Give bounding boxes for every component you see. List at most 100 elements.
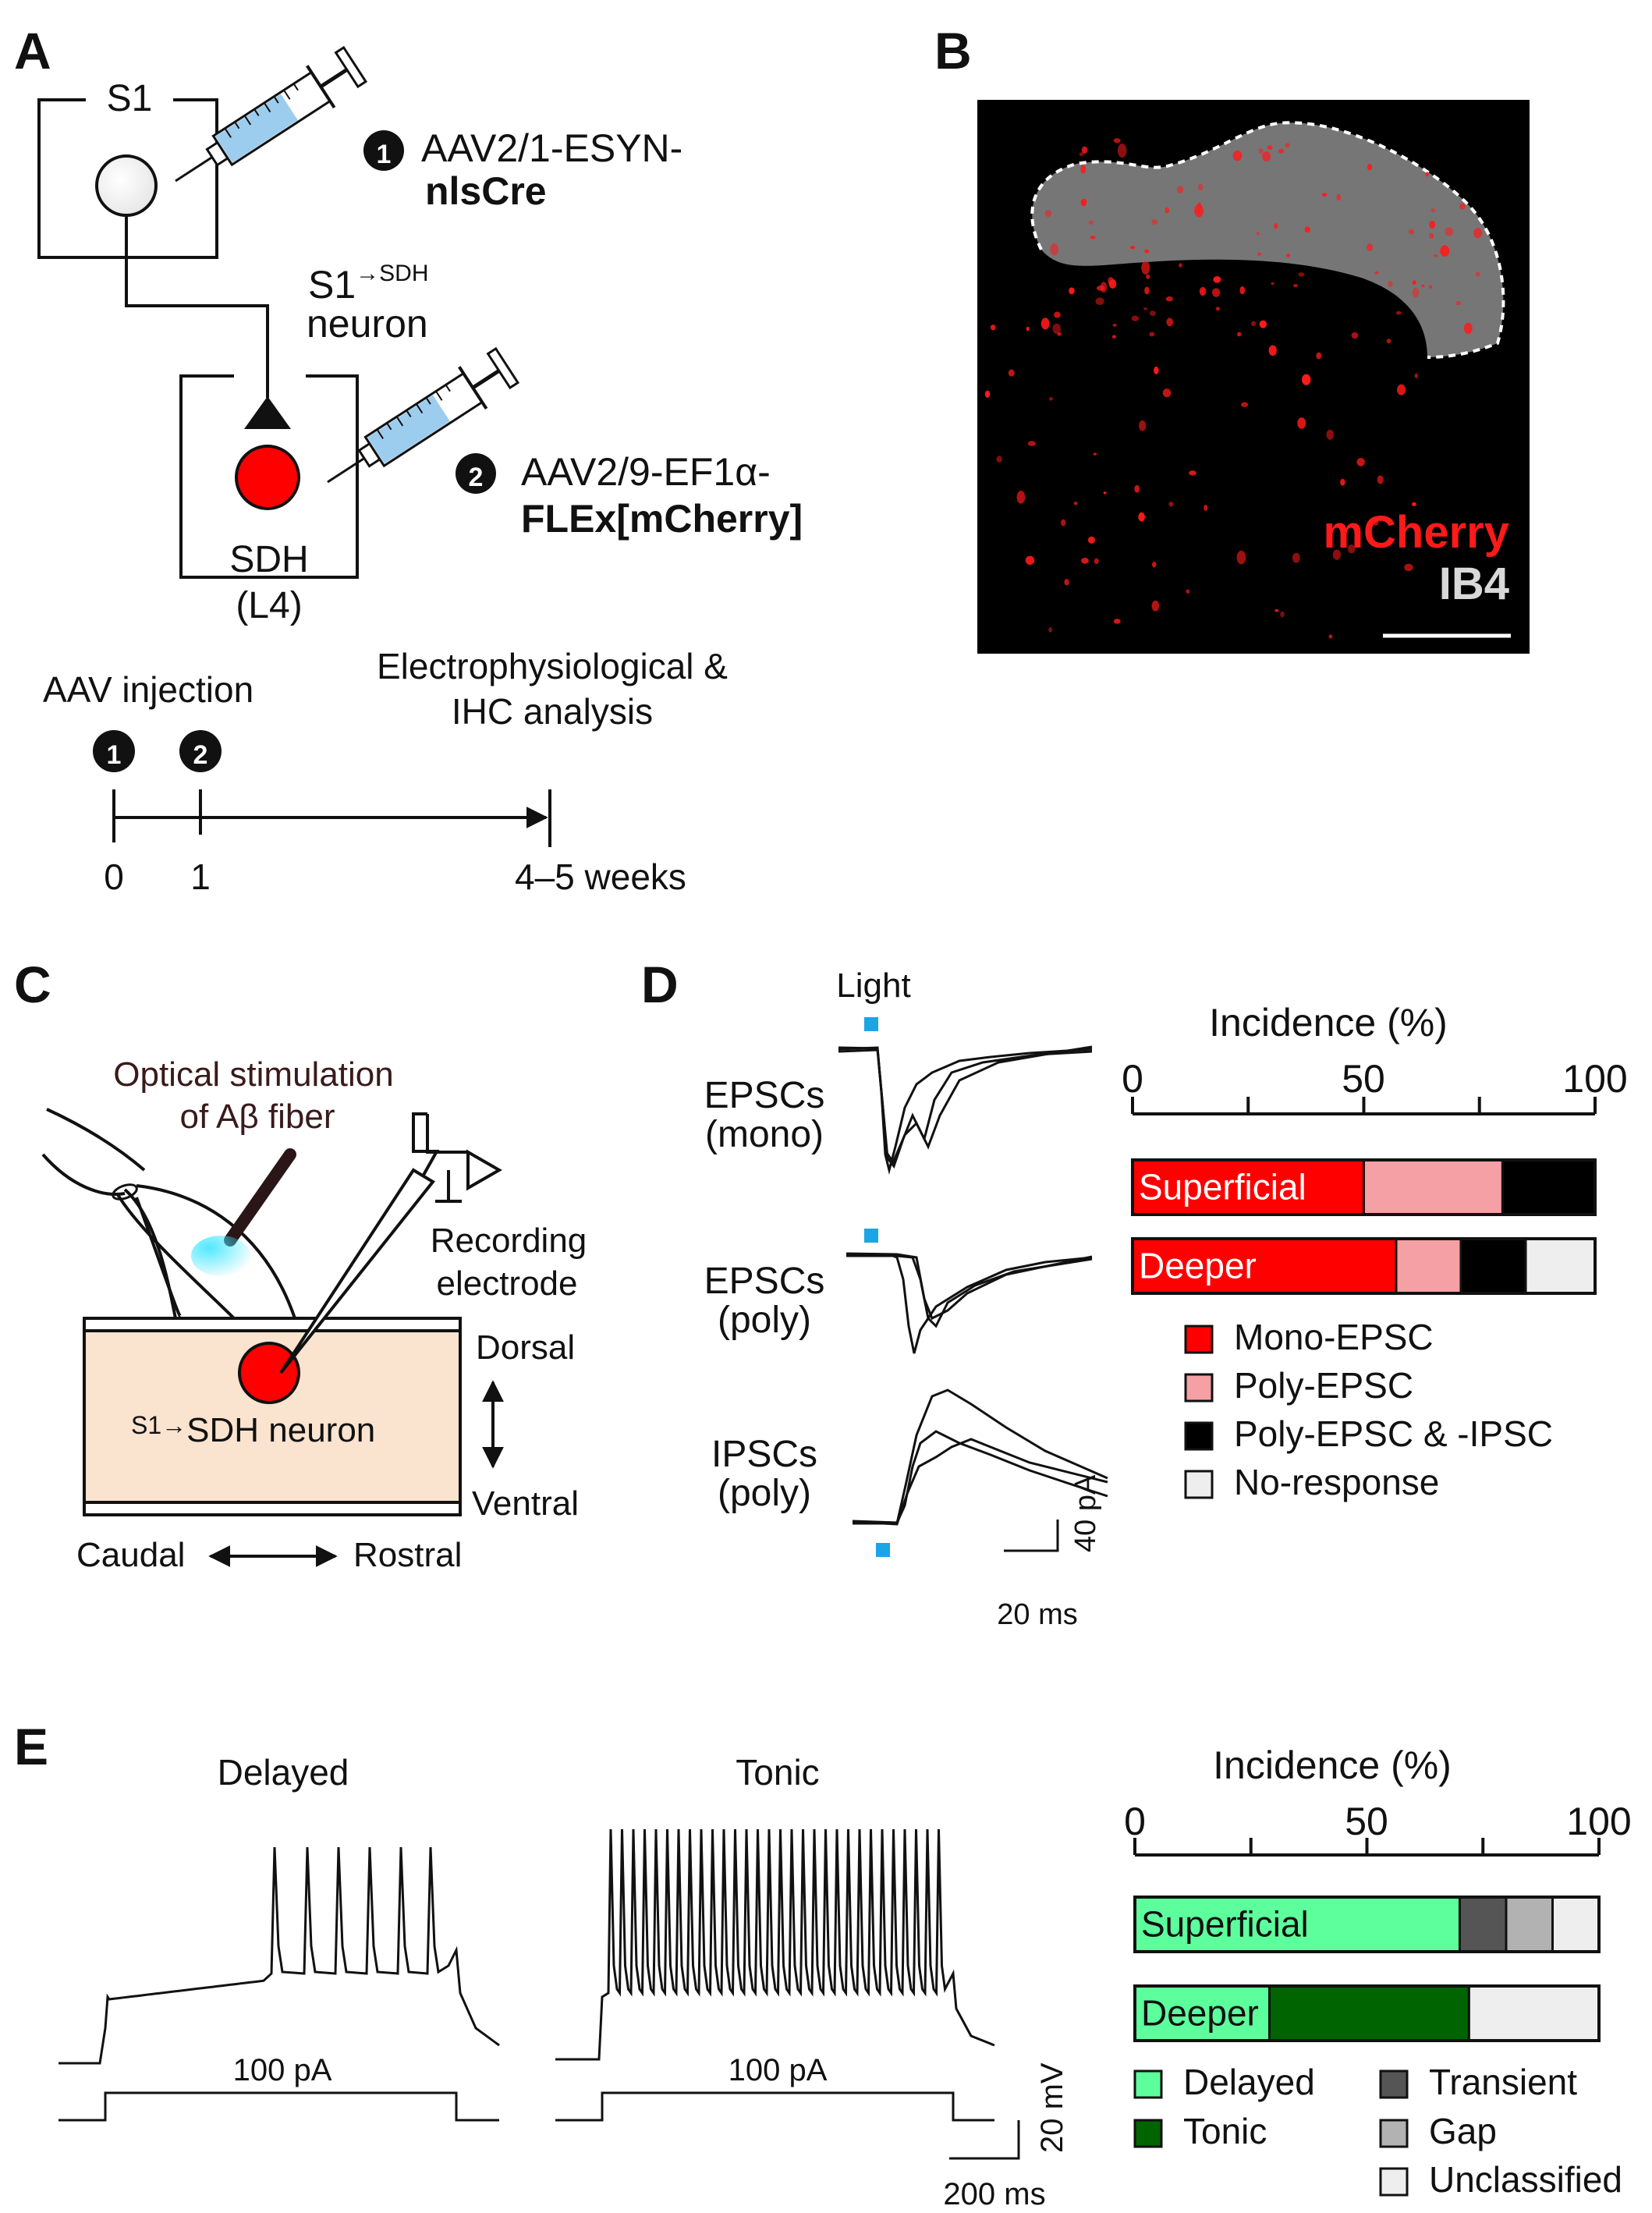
chart-d-tick-0: 0 <box>1122 1057 1143 1101</box>
mcherry-cell <box>1278 148 1285 154</box>
tonic-current-label: 100 pA <box>729 2053 828 2087</box>
chart-d-title: Incidence (%) <box>1209 1001 1448 1044</box>
trace2-line2: (poly) <box>718 1300 811 1341</box>
sdh-box <box>179 374 359 579</box>
mcherry-cell <box>1232 150 1243 161</box>
mcherry-cell <box>1129 246 1136 250</box>
mcherry-cell <box>1166 317 1174 327</box>
mcherry-cell <box>1280 611 1285 618</box>
mcherry-cell <box>1215 307 1221 311</box>
bar-segment-unclassified <box>1551 1896 1601 1953</box>
neuron-c-label: S1→SDH neuron <box>131 1411 375 1449</box>
axon-terminal <box>244 396 291 429</box>
mcherry-cell <box>1154 366 1159 374</box>
neuron-label-s1: S1 <box>308 263 356 307</box>
mcherry-cell <box>1267 145 1273 150</box>
mcherry-cell <box>1302 374 1311 385</box>
timeline-injection-label: AAV injection <box>43 669 253 710</box>
mcherry-cell <box>1377 475 1384 484</box>
mcherry-cell <box>1064 579 1069 586</box>
mcherry-cell <box>990 325 996 331</box>
mcherry-cell <box>1168 502 1174 507</box>
tonic-current-step <box>555 2091 994 2122</box>
ipsc-poly-traces <box>852 1388 1108 1526</box>
chart-e-tick-0: 0 <box>1124 1800 1146 1843</box>
mcherry-cell <box>1412 287 1420 298</box>
mcherry-cell <box>1395 310 1402 315</box>
category-label-superficial: Superficial <box>1141 1903 1309 1944</box>
mcherry-cell <box>984 390 991 398</box>
legend-swatch-tonic <box>1133 2119 1163 2148</box>
recorded-neuron <box>238 1342 300 1404</box>
s1-label: S1 <box>107 78 153 119</box>
panel-a: S1 SDH (L4) 1 AAV2/1-ESYN- nlsCre S1→SDH… <box>37 45 803 897</box>
legend-label-unclassified: Unclassified <box>1429 2159 1622 2200</box>
mcherry-cell <box>1054 311 1061 318</box>
chart-e-axis <box>1133 1838 1601 1857</box>
step-1-line1: AAV2/1-ESYN- <box>421 126 682 170</box>
mcherry-cell <box>1463 322 1473 335</box>
light-label: Light <box>836 966 910 1005</box>
mcherry-cell <box>1111 335 1117 339</box>
mcherry-cell <box>1434 254 1438 257</box>
mcherry-cell <box>1050 243 1059 256</box>
mcherry-cell <box>1292 552 1300 563</box>
step-2-line2: FLEx[mCherry] <box>521 497 803 541</box>
mcherry-cell <box>1412 280 1416 285</box>
bar-segment-delayed <box>1133 1896 1461 1953</box>
panel-e-label: E <box>14 1718 48 1775</box>
neuron-label-sup: →SDH <box>356 261 428 286</box>
tonic-trace <box>555 1828 995 2061</box>
mcherry-cell <box>1429 220 1436 229</box>
mcherry-cell <box>1134 484 1140 493</box>
delayed-current-step <box>58 2091 499 2122</box>
dorsal-label: Dorsal <box>476 1328 575 1367</box>
bar-outline <box>1131 1237 1597 1295</box>
chart-d-tick-100: 100 <box>1562 1057 1627 1101</box>
category-label-superficial: Superficial <box>1139 1166 1306 1207</box>
mcherry-cell <box>1204 505 1208 511</box>
e-scale-bar <box>949 2120 1020 2160</box>
mcherry-cell <box>1268 345 1277 356</box>
mcherry-cell <box>1213 276 1221 283</box>
mcherry-cell <box>1165 296 1173 302</box>
panel-c-label: C <box>14 956 51 1013</box>
mcherry-label: mCherry <box>1323 507 1509 558</box>
delayed-trace <box>58 1846 500 2065</box>
dorsal-root-3 <box>136 1184 296 1319</box>
legend-label-poly-epsc-ipsc: Poly-EPSC & -IPSC <box>1234 1413 1553 1454</box>
nerve-lower-edge <box>41 1153 126 1196</box>
sdh-layer-label: (L4) <box>236 585 302 626</box>
mcherry-cell <box>1151 600 1160 612</box>
neuron-label-main: S1→SDH <box>308 261 429 307</box>
mcherry-cell <box>1080 198 1087 207</box>
mcherry-cell <box>1152 562 1157 568</box>
chart-d-axis <box>1131 1097 1597 1115</box>
mcherry-cell <box>1048 627 1052 633</box>
mcherry-cell <box>1397 384 1406 395</box>
mcherry-cell <box>1016 491 1026 504</box>
mcherry-cell <box>1149 310 1156 317</box>
mcherry-cell <box>1321 193 1328 197</box>
mcherry-cell <box>1297 417 1306 429</box>
panel-d-label: D <box>641 956 679 1013</box>
timeline-step-2-badge <box>179 730 222 772</box>
mcherry-cell <box>1257 252 1262 256</box>
legend-label-mono-epsc: Mono-EPSC <box>1234 1317 1434 1357</box>
mcherry-cell <box>1095 297 1104 306</box>
mcherry-cell <box>1212 288 1221 297</box>
e-scale-x: 200 ms <box>943 2177 1045 2211</box>
mcherry-cell <box>1069 287 1075 295</box>
ground-icon <box>435 1170 462 1203</box>
mcherry-cell <box>1356 458 1365 466</box>
mcherry-cell <box>1316 352 1322 360</box>
trace2-line1: EPSCs <box>704 1261 825 1302</box>
bar-segment-transient <box>1459 1896 1508 1953</box>
mcherry-cell <box>1239 285 1246 295</box>
mcherry-cell <box>1285 143 1290 148</box>
timeline-label-end: 4–5 weeks <box>515 856 686 897</box>
step-2-badge <box>456 453 496 494</box>
legend-swatch-unclassified <box>1379 2167 1409 2197</box>
mcherry-cell <box>1088 220 1094 225</box>
